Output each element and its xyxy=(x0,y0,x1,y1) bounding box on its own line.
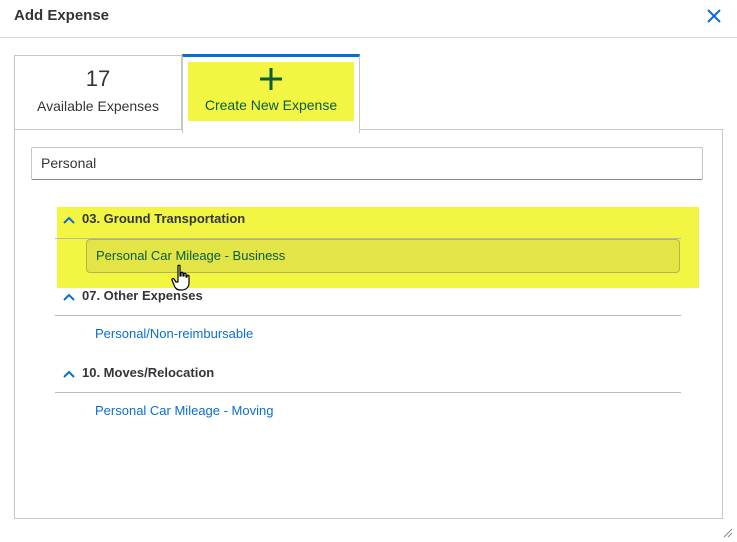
group-header-other-expenses[interactable]: 07. Other Expenses xyxy=(62,288,203,303)
group-divider xyxy=(55,315,681,316)
group-header-ground-transportation[interactable]: 03. Ground Transportation xyxy=(62,211,245,226)
list-item[interactable]: Personal/Non-reimbursable xyxy=(95,326,254,341)
group-label: 10. Moves/Relocation xyxy=(82,365,215,380)
group-header-moves-relocation[interactable]: 10. Moves/Relocation xyxy=(62,365,214,380)
list-item[interactable]: Personal Car Mileage - Moving xyxy=(95,403,274,418)
tab-available-label: Available Expenses xyxy=(37,98,159,114)
hand-cursor-icon xyxy=(171,264,190,291)
group-divider xyxy=(55,392,681,393)
group-divider xyxy=(55,238,681,239)
tab-content-panel xyxy=(14,129,723,519)
dialog-title: Add Expense xyxy=(14,7,110,24)
dialog-header: Add Expense xyxy=(0,0,737,38)
search-input[interactable]: Personal xyxy=(31,147,703,180)
group-label: 07. Other Expenses xyxy=(82,288,203,303)
plus-icon xyxy=(260,68,282,90)
close-icon[interactable] xyxy=(704,6,724,26)
chevron-up-icon xyxy=(63,216,75,224)
chevron-up-icon xyxy=(63,370,75,378)
tab-create-new-expense[interactable]: Create New Expense xyxy=(182,54,360,133)
available-count: 17 xyxy=(85,66,111,91)
tab-create-label: Create New Expense xyxy=(204,97,338,113)
tab-available-expenses[interactable]: 17 Available Expenses xyxy=(14,55,182,130)
resize-grip-icon[interactable] xyxy=(723,528,733,538)
group-label: 03. Ground Transportation xyxy=(82,211,246,226)
list-item-selected[interactable]: Personal Car Mileage - Business xyxy=(86,239,680,273)
chevron-up-icon xyxy=(63,293,75,301)
